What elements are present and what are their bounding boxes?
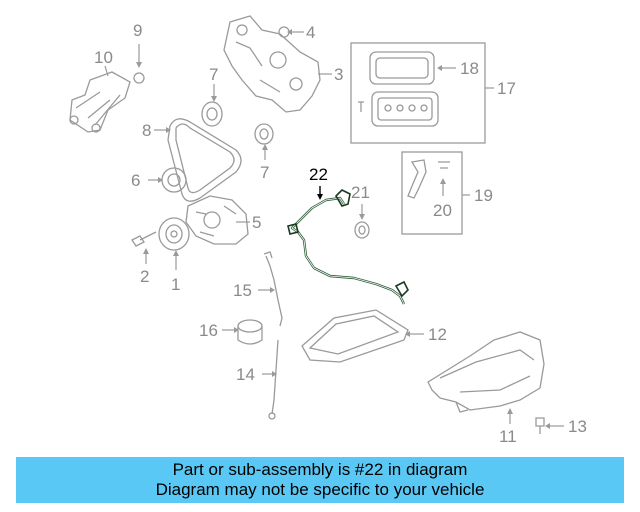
callout-10: 10 — [94, 48, 113, 67]
callout-8: 8 — [142, 121, 151, 140]
part-15-dipstick — [258, 251, 283, 327]
part-6-gear — [148, 167, 187, 193]
info-banner: Part or sub-assembly is #22 in diagram D… — [16, 457, 624, 503]
callout-11: 11 — [499, 427, 517, 446]
callout-9: 9 — [133, 21, 142, 40]
part-16-oil-filter — [222, 319, 263, 345]
callout-16: 16 — [199, 321, 218, 340]
callout-7a: 7 — [209, 65, 218, 84]
part-17-gasket-set-box — [350, 42, 494, 144]
part-12-oil-pan-gasket — [301, 309, 424, 363]
part-2-bolt — [131, 231, 157, 264]
callout-6: 6 — [131, 171, 140, 190]
part-7-idler-pulley-upper — [201, 84, 223, 127]
callout-4: 4 — [306, 23, 315, 42]
part-18-gasket — [369, 51, 456, 85]
callout-15: 15 — [233, 281, 252, 300]
part-10-pipe-assembly — [69, 65, 131, 133]
part-20-tube — [407, 159, 450, 199]
callout-1: 1 — [171, 275, 180, 294]
callout-20: 20 — [433, 201, 452, 220]
part-14-dipstick-tube — [262, 339, 279, 420]
part-21-sensor — [354, 204, 370, 239]
part-19-box — [401, 151, 470, 235]
parts-diagram: 9 10 4 3 7 8 7 6 5 2 1 18 17 19 20 21 22… — [69, 15, 587, 446]
callout-22: 22 — [309, 165, 328, 184]
callout-19: 19 — [474, 186, 493, 205]
callout-7b: 7 — [260, 163, 269, 182]
part-1-pulley — [158, 217, 190, 270]
callout-17: 17 — [497, 79, 516, 98]
part-5-housing — [185, 195, 250, 245]
part-4-plug — [278, 26, 304, 38]
part-9-washer — [133, 44, 145, 84]
callout-21: 21 — [351, 183, 370, 202]
part-8-timing-belt — [154, 118, 242, 202]
banner-line-1: Part or sub-assembly is #22 in diagram — [172, 460, 468, 479]
part-17-valve-cover-gasket — [358, 91, 439, 127]
part-11-oil-pan — [427, 331, 545, 424]
callout-13: 13 — [568, 417, 587, 436]
callout-14: 14 — [236, 365, 255, 384]
callout-5: 5 — [252, 213, 261, 232]
part-7-idler-pulley-lower — [254, 123, 274, 160]
callout-12: 12 — [428, 325, 447, 344]
part-13-drain-plug — [535, 417, 564, 434]
callout-3: 3 — [334, 65, 343, 84]
part-22-harness — [287, 186, 409, 305]
banner-line-2: Diagram may not be specific to your vehi… — [155, 480, 485, 499]
callout-2: 2 — [140, 267, 149, 286]
part-3-timing-cover — [223, 15, 332, 113]
callout-18: 18 — [460, 59, 479, 78]
